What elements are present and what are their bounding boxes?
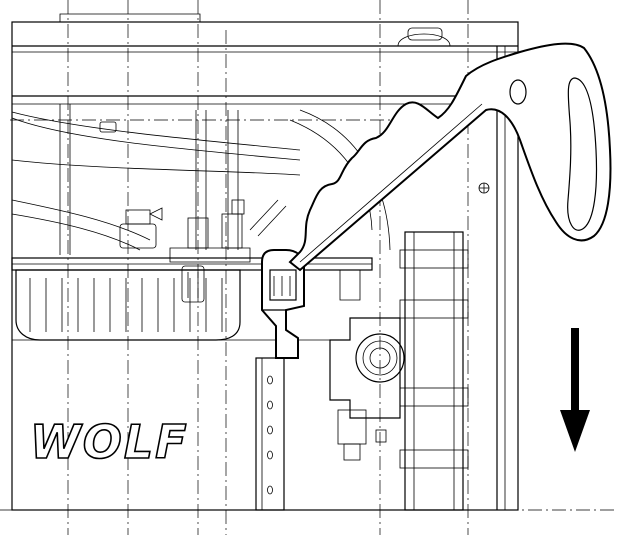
release-tool (288, 42, 612, 272)
pipe-valve-assembly (329, 231, 469, 511)
mounting-strip (255, 357, 285, 511)
internal-components (11, 104, 391, 263)
heat-exchanger (15, 265, 241, 341)
wolf-logo: WOLF (29, 414, 189, 470)
logo-text: WOLF (30, 415, 189, 469)
base-rail (11, 257, 373, 301)
screw-icon (478, 182, 490, 194)
arrow-down-icon (560, 328, 590, 452)
spring-clip (261, 249, 305, 359)
